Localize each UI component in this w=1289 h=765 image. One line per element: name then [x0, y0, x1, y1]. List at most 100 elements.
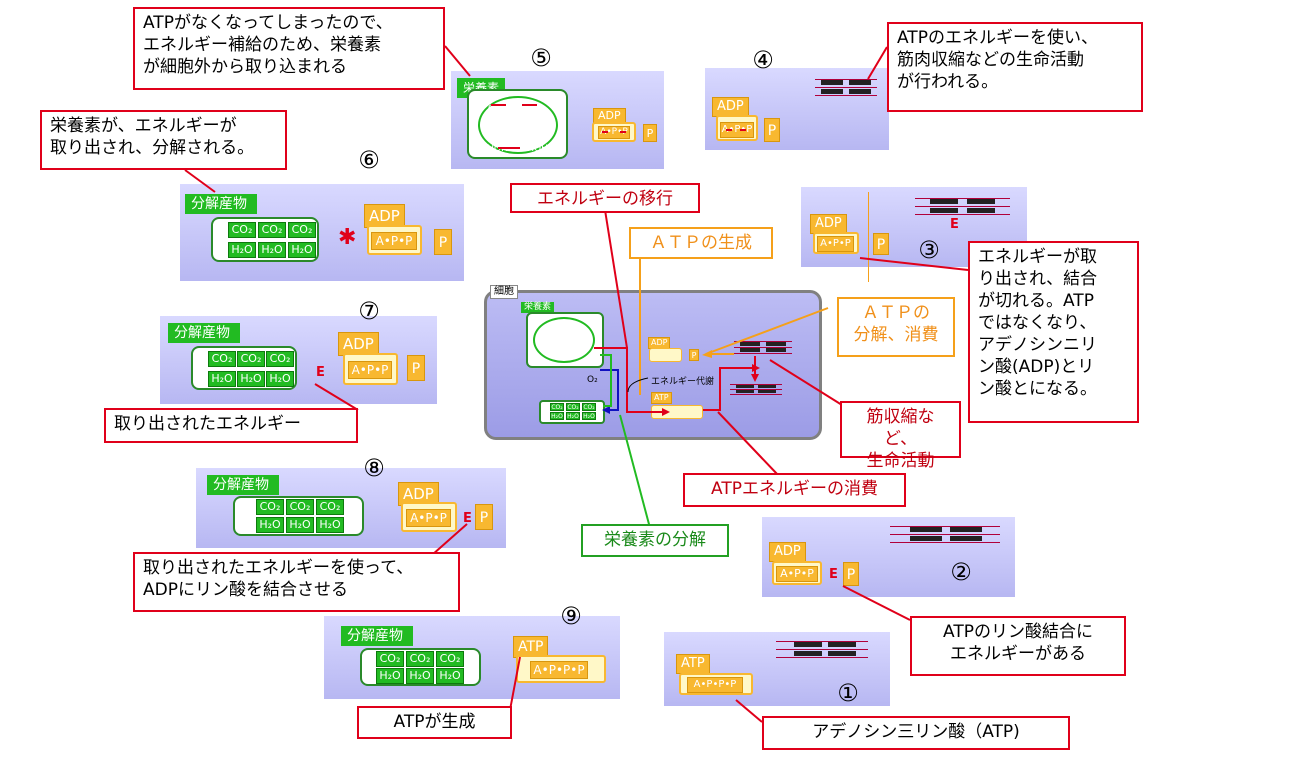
ch2-label: CH₂ — [530, 104, 547, 114]
co2-cell: CO₂ — [582, 403, 596, 411]
co-label: CO — [540, 124, 554, 134]
products-label: 分解産物 — [207, 475, 279, 495]
muscle-fiber-icon — [915, 196, 1010, 216]
ap-pp-block: A•P•P•P — [530, 661, 588, 679]
energy-mark: E — [829, 567, 838, 582]
h2o-cell: H₂O — [550, 412, 564, 420]
h2o-cell: H₂O — [376, 668, 404, 684]
energy-mark: E — [950, 217, 959, 232]
co2-cell: CO₂ — [286, 499, 314, 515]
cell-muscle-fiber — [734, 340, 792, 354]
caption-stage-2: ATPのリン酸結合に エネルギーがある — [910, 616, 1126, 676]
ap-p-block: A•P•P — [371, 232, 417, 250]
co2-cell: CO₂ — [288, 222, 316, 238]
cell-muscle-contracted — [730, 383, 782, 395]
co2-cell: CO₂ — [208, 351, 236, 367]
cell-glucose-ring — [533, 317, 595, 363]
label-atp-generation: ＡＴＰの生成 — [629, 227, 773, 259]
step-number-4: ④ — [752, 46, 774, 74]
ap-p-block: A•P•P — [817, 236, 854, 252]
caption-stage-3: エネルギーが取 り出され、結合 が切れる。ATP ではなくなり、 アデノシンニリ… — [968, 241, 1139, 423]
ap-p-block: A•P•P — [776, 566, 818, 582]
label-atp-decomposition: ＡＴＰの 分解、消費 — [837, 297, 955, 357]
caption-stage-7: 取り出されたエネルギー — [104, 408, 358, 443]
co2-cell: CO₂ — [550, 403, 564, 411]
ap-pp-block: A•P•P•P — [687, 677, 743, 693]
products-label: 分解産物 — [341, 626, 413, 646]
step-number-7: ⑦ — [358, 297, 380, 325]
products-label: 分解産物 — [185, 194, 257, 214]
h2o-cell: H₂O — [406, 668, 434, 684]
h2o-cell: H₂O — [266, 371, 294, 387]
co2-cell: CO₂ — [237, 351, 265, 367]
h2o-cell: H₂O — [288, 242, 316, 258]
step-number-2: ② — [950, 558, 972, 586]
label-life-activity: 筋収縮など、 生命活動 — [840, 401, 961, 471]
phosphate: P — [873, 233, 889, 255]
cell-adp-molecule — [649, 348, 682, 362]
h2o-cell: H₂O — [256, 517, 284, 533]
products-label: 分解産物 — [168, 323, 240, 343]
cell-label: 細胞 — [490, 285, 518, 299]
step-number-3: ③ — [918, 236, 940, 264]
h2o-cell: H₂O — [316, 517, 344, 533]
co2-cell: CO₂ — [406, 651, 434, 667]
co2-cell: CO₂ — [566, 403, 580, 411]
step-number-9: ⑨ — [560, 602, 582, 630]
phosphate: P — [764, 118, 780, 142]
caption-stage-8: 取り出されたエネルギーを使って、 ADPにリン酸を結合させる — [133, 552, 460, 612]
h2o-cell: H₂O — [258, 242, 286, 258]
muscle-fiber-icon — [890, 524, 1000, 544]
adp-label: ADP — [364, 204, 405, 228]
burst-icon: ✱ — [338, 225, 357, 250]
o2-label: O₂ — [587, 375, 598, 385]
h2o-cell: H₂O — [286, 517, 314, 533]
phosphate: P — [643, 124, 657, 142]
h2o-cell: H₂O — [237, 371, 265, 387]
muscle-fiber-icon — [815, 77, 877, 97]
glucose-ring — [478, 96, 558, 154]
energy-mark: E — [316, 365, 325, 380]
ap-p-block: A•P•P — [720, 122, 754, 138]
co2-cell: CO₂ — [376, 651, 404, 667]
caption-stage-4: ATPのエネルギーを使い、 筋肉収縮などの生命活動 が行われる。 — [887, 22, 1143, 112]
muscle-fiber-icon — [776, 639, 868, 659]
label-atp-energy-consumption: ATPエネルギーの消費 — [683, 473, 906, 507]
h2o-cell: H₂O — [566, 412, 580, 420]
cell-atp-label: ATP — [651, 392, 672, 404]
step-number-1: ① — [837, 679, 859, 707]
co2-cell: CO₂ — [436, 651, 464, 667]
phosphate: P — [407, 355, 425, 381]
step-number-8: ⑧ — [363, 454, 385, 482]
phosphate: P — [843, 562, 859, 586]
ch2-label: CH₂ — [488, 104, 505, 114]
energy-mark: E — [463, 511, 472, 526]
caption-stage-9: ATPが生成 — [357, 706, 512, 739]
h2o-cell: H₂O — [436, 668, 464, 684]
ap-p-block: A•P•P — [406, 509, 451, 527]
label-nutrient-decomposition: 栄養素の分解 — [581, 524, 729, 557]
ap-p-block: A•P•P — [598, 126, 630, 139]
co2-cell: CO₂ — [316, 499, 344, 515]
co2-cell: CO₂ — [258, 222, 286, 238]
caption-stage-6: 栄養素が、エネルギーが 取り出され、分解される。 — [40, 110, 287, 170]
cell-adp-label: ADP — [648, 337, 671, 349]
choh-label: CHOH — [481, 144, 508, 154]
cell-phosphate: P — [689, 349, 699, 361]
h2o-cell: H₂O — [208, 371, 236, 387]
co-label: CO — [482, 124, 496, 134]
phosphate: P — [475, 504, 493, 530]
caption-stage-1: アデノシン三リン酸（ATP) — [762, 716, 1070, 750]
choh-label: CHOH — [521, 144, 548, 154]
label-energy-transfer: エネルギーの移行 — [510, 183, 700, 213]
ap-p-block: A•P•P — [348, 361, 392, 379]
h2o-cell: H₂O — [582, 412, 596, 420]
metabolism-label: エネルギー代謝 — [651, 377, 715, 387]
cell-nutrient-label: 栄養素 — [521, 302, 555, 313]
co2-cell: CO₂ — [228, 222, 256, 238]
phosphate: P — [434, 229, 452, 255]
co2-cell: CO₂ — [256, 499, 284, 515]
caption-stage-5: ATPがなくなってしまったので、 エネルギー補給のため、栄養素 が細胞外から取り… — [133, 7, 445, 90]
step-number-6: ⑥ — [358, 146, 380, 174]
